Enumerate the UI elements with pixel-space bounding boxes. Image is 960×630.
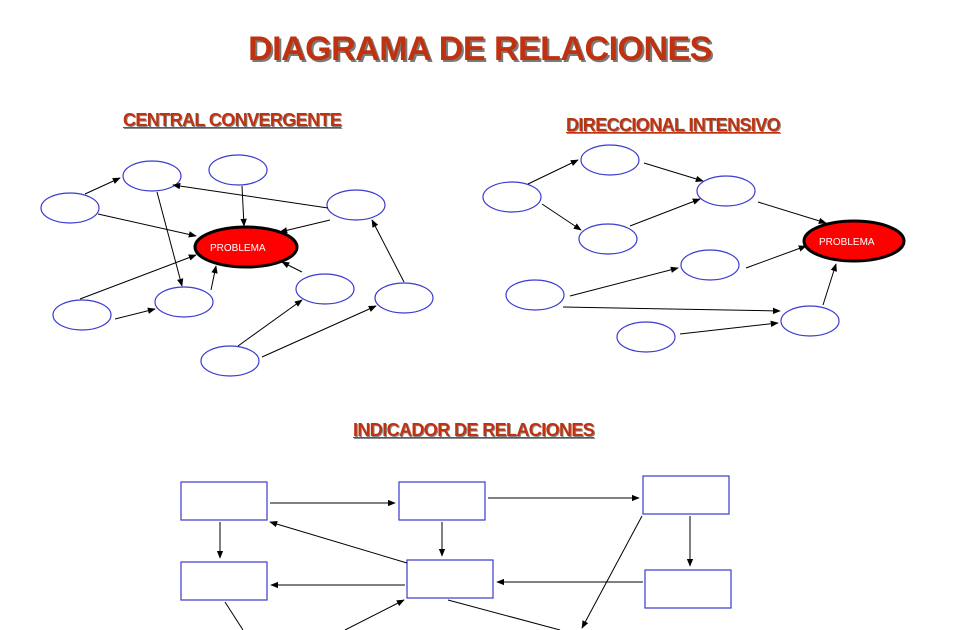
indicador-box [180,561,268,601]
indicador-box [644,569,732,609]
central-problem-label: PROBLEMA [210,243,266,254]
direccional-arrow [527,159,579,185]
central-arrow [281,261,303,273]
direccional-arrow [679,320,779,335]
central-arrow [261,305,377,358]
direccional-arrow [541,203,582,231]
direccional-arrow [643,162,704,182]
central-arrow [279,219,331,234]
direccional-arrow [629,198,701,227]
central-problem-node [193,225,299,269]
direccional-problem-label: PROBLEMA [819,237,875,248]
indicador-box [398,481,486,521]
central-arrow [172,182,329,209]
central-node [52,299,112,331]
direccional-node [696,175,756,207]
central-node [122,160,182,192]
direccional-problem-node [802,219,906,263]
central-node [295,273,355,305]
central-arrow [97,213,197,238]
direccional-arrow [757,201,827,224]
central-node [154,286,214,318]
direccional-arrow [745,245,807,269]
page-title: DIAGRAMA DE RELACIONES [248,30,712,68]
direccional-node [780,305,840,337]
direccional-arrow [569,266,679,297]
indicador-arrow [581,515,643,629]
central-node [326,189,386,221]
central-arrow [237,299,303,347]
indicador-arrow [344,599,405,630]
direccional-intensivo-heading: DIRECCIONAL INTENSIVO [566,115,781,135]
direccional-node [578,223,638,255]
central-convergente-diagram: PROBLEMA [40,154,434,377]
central-arrow [371,219,405,283]
central-arrow [240,185,247,227]
direccional-intensivo-diagram: PROBLEMA [482,144,906,353]
indicador-box [642,475,730,515]
indicador-arrow [447,599,561,630]
central-arrow [114,307,156,320]
indicador-relaciones-heading: INDICADOR DE RELACIONES [353,420,595,440]
indicador-arrow [269,520,408,564]
central-convergente-heading: CENTRAL CONVERGENTE [123,110,342,130]
central-arrow [84,177,121,195]
indicador-box [406,559,494,599]
direccional-node [482,181,542,213]
indicador-relaciones-diagram [180,475,732,630]
central-arrow [156,191,184,287]
central-node [374,282,434,314]
direccional-node [505,279,565,311]
central-arrow [79,254,197,300]
direccional-arrow [562,306,781,315]
direccional-node [680,249,740,281]
central-node [40,192,100,224]
central-node [208,154,268,186]
central-arrow [210,265,218,291]
direccional-node [580,144,640,176]
direccional-arrow [822,263,837,306]
direccional-node [616,321,676,353]
indicador-box [180,481,268,521]
indicador-arrow [224,601,244,630]
central-node [200,345,260,377]
